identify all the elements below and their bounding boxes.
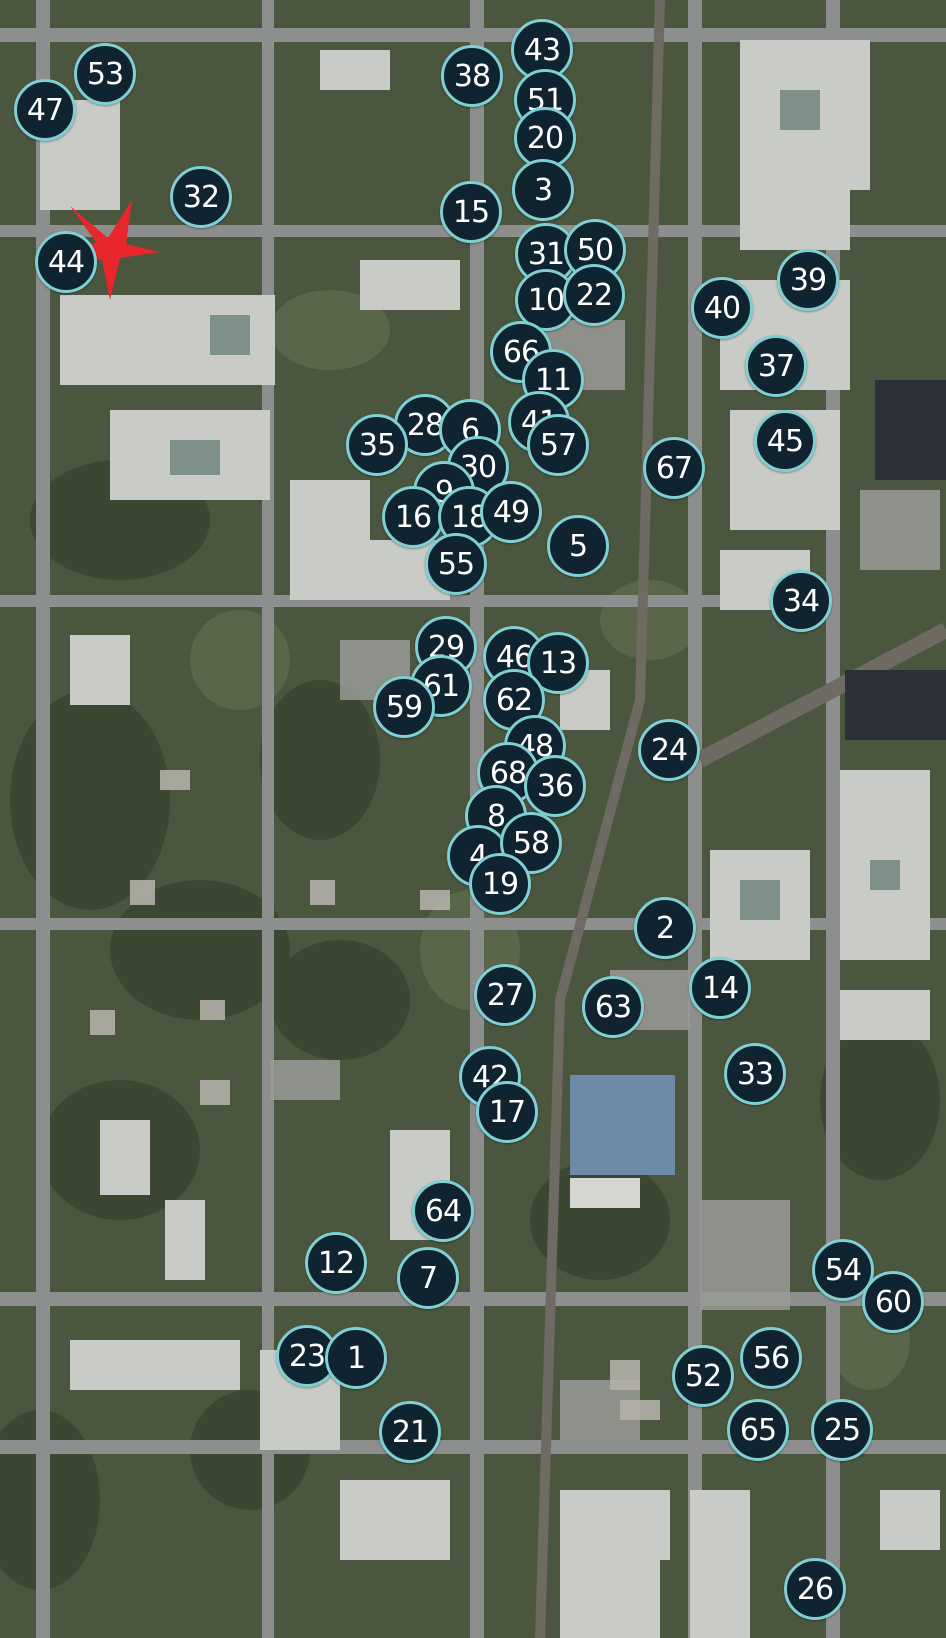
map-marker[interactable]: 5	[547, 515, 609, 577]
map-marker[interactable]: 22	[563, 264, 625, 326]
map-marker[interactable]: 36	[524, 755, 586, 817]
map-marker[interactable]: 34	[770, 570, 832, 632]
map-marker[interactable]: 47	[14, 79, 76, 141]
map-marker[interactable]: 2	[634, 897, 696, 959]
map-marker[interactable]: 13	[527, 632, 589, 694]
map-marker[interactable]: 40	[691, 277, 753, 339]
map-marker[interactable]: 67	[643, 437, 705, 499]
map-marker[interactable]: 19	[469, 853, 531, 915]
map-marker[interactable]: 20	[514, 107, 576, 169]
map-marker[interactable]: 25	[811, 1399, 873, 1461]
red-star-icon	[68, 200, 160, 300]
map-marker[interactable]: 3	[512, 159, 574, 221]
map-marker[interactable]: 63	[582, 976, 644, 1038]
map-marker[interactable]: 32	[170, 166, 232, 228]
map-marker[interactable]: 57	[527, 414, 589, 476]
map-marker[interactable]: 53	[74, 43, 136, 105]
map-marker[interactable]: 35	[346, 414, 408, 476]
map-marker[interactable]: 59	[373, 676, 435, 738]
map-marker[interactable]: 12	[305, 1232, 367, 1294]
map-marker[interactable]: 39	[777, 249, 839, 311]
map-marker[interactable]: 21	[379, 1401, 441, 1463]
map-marker[interactable]: 38	[441, 45, 503, 107]
map-marker[interactable]: 52	[672, 1345, 734, 1407]
map-marker[interactable]: 28	[394, 394, 456, 456]
map-marker[interactable]: 45	[754, 410, 816, 472]
map-marker[interactable]: 65	[727, 1399, 789, 1461]
map-marker[interactable]: 56	[740, 1327, 802, 1389]
map-marker[interactable]: 54	[812, 1239, 874, 1301]
map-marker[interactable]: 14	[689, 957, 751, 1019]
map-marker[interactable]: 15	[440, 181, 502, 243]
map-marker[interactable]: 1	[325, 1327, 387, 1389]
map-marker[interactable]: 7	[397, 1247, 459, 1309]
map-marker[interactable]: 16	[382, 486, 444, 548]
map-marker[interactable]: 37	[745, 335, 807, 397]
map-marker[interactable]: 49	[480, 481, 542, 543]
map-marker[interactable]: 60	[862, 1271, 924, 1333]
map-marker[interactable]: 27	[474, 964, 536, 1026]
map-marker[interactable]: 55	[425, 533, 487, 595]
map-marker[interactable]: 44	[35, 231, 97, 293]
map-marker[interactable]: 17	[476, 1081, 538, 1143]
map-marker[interactable]: 24	[638, 719, 700, 781]
map-marker[interactable]: 33	[724, 1043, 786, 1105]
map-marker[interactable]: 64	[412, 1180, 474, 1242]
map-marker[interactable]: 26	[784, 1558, 846, 1620]
